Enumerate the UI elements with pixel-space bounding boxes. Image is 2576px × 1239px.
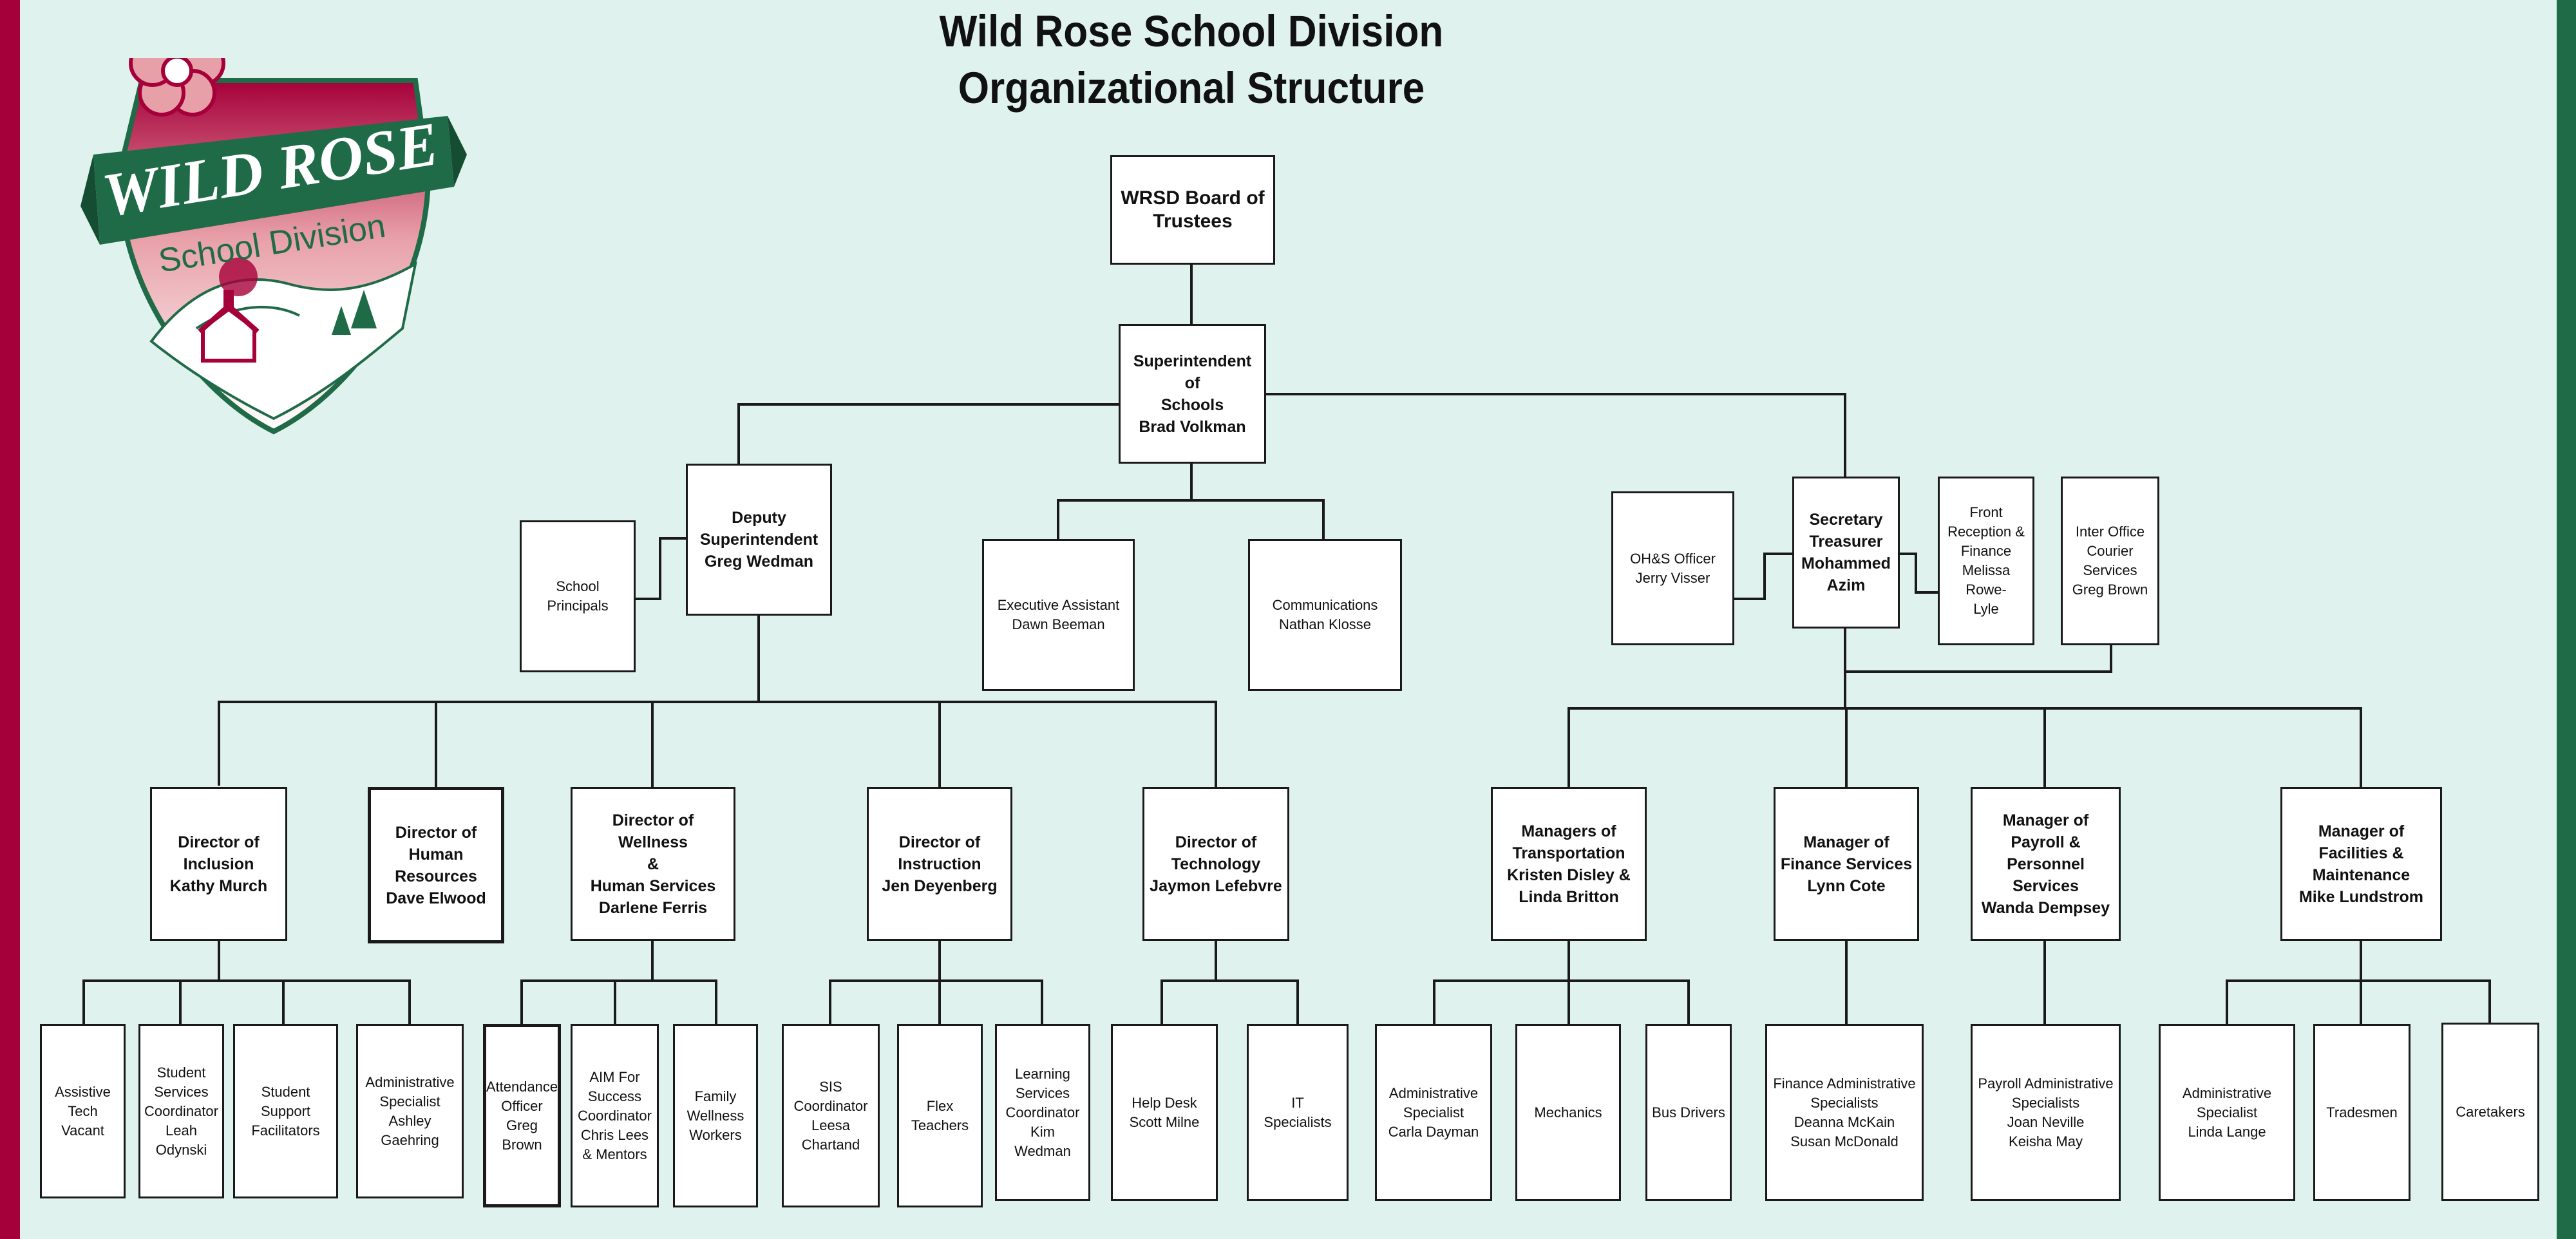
it-specialists-label: IT Specialists bbox=[1264, 1094, 1332, 1130]
administrative-specialist-transportation-box: Administrative Specialist Carla Dayman bbox=[1375, 1024, 1492, 1201]
administrative-specialist-transportation-label: Administrative Specialist Carla Dayman bbox=[1388, 1084, 1479, 1140]
inter-office-courier-box: Inter Office Courier Services Greg Brown bbox=[2061, 477, 2159, 645]
tradesmen-label: Tradesmen bbox=[2326, 1104, 2398, 1121]
manager-facilities-label: Manager of Facilities & Maintenance Mike… bbox=[2298, 822, 2424, 906]
left-border-stripe bbox=[0, 0, 20, 1239]
manager-payroll-box: Manager of Payroll & Personnel Services … bbox=[1971, 787, 2121, 941]
title-line-2: Organizational Structure bbox=[958, 63, 1425, 113]
assistive-tech-box: Assistive Tech Vacant bbox=[40, 1024, 126, 1198]
manager-transportation-label: Managers of Transportation Kristen Disle… bbox=[1507, 822, 1631, 906]
ohs-officer-label: OH&S Officer Jerry Visser bbox=[1630, 550, 1716, 586]
superintendent-label: Superintendent of Schools Brad Volkman bbox=[1133, 352, 1252, 436]
mechanics-box: Mechanics bbox=[1515, 1024, 1621, 1201]
caretakers-box: Caretakers bbox=[2441, 1023, 2539, 1201]
aim-for-success-box: AIM For Success Coordinator Chris Lees &… bbox=[571, 1024, 659, 1207]
director-hr-box: Director of Human Resources Dave Elwood bbox=[368, 787, 504, 943]
help-desk-label: Help Desk Scott Milne bbox=[1129, 1094, 1200, 1130]
director-hr-label: Director of Human Resources Dave Elwood bbox=[386, 823, 486, 907]
it-specialists-box: IT Specialists bbox=[1247, 1024, 1349, 1201]
director-instruction-box: Director of Instruction Jen Deyenberg bbox=[867, 787, 1012, 941]
finance-administrative-specialists-label: Finance Administrative Specialists Deann… bbox=[1773, 1075, 1916, 1149]
student-support-facilitators-box: Student Support Facilitators bbox=[233, 1024, 338, 1198]
flex-teachers-box: Flex Teachers bbox=[897, 1024, 983, 1207]
manager-payroll-label: Manager of Payroll & Personnel Services … bbox=[1981, 811, 2110, 917]
executive-assistant-label: Executive Assistant Dawn Beeman bbox=[997, 597, 1120, 632]
director-technology-box: Director of Technology Jaymon Lefebvre bbox=[1142, 787, 1289, 941]
board-of-trustees-box: WRSD Board of Trustees bbox=[1110, 155, 1275, 265]
tradesmen-box: Tradesmen bbox=[2313, 1024, 2410, 1201]
administrative-specialist-inclusion-label: Administrative Specialist Ashley Gaehrin… bbox=[365, 1073, 455, 1148]
deputy-superintendent-label: Deputy Superintendent Greg Wedman bbox=[699, 509, 819, 571]
family-wellness-workers-label: Family Wellness Workers bbox=[687, 1088, 744, 1143]
payroll-administrative-specialists-box: Payroll Administrative Specialists Joan … bbox=[1971, 1024, 2121, 1201]
learning-services-coordinator-label: Learning Services Coordinator Kim Wedman bbox=[1005, 1065, 1080, 1159]
page-title: Wild Rose School Division Organizational… bbox=[873, 3, 1510, 117]
secretary-treasurer-box: Secretary Treasurer Mohammed Azim bbox=[1792, 477, 1900, 629]
student-services-coordinator-label: Student Services Coordinator Leah Odynsk… bbox=[144, 1064, 218, 1158]
sis-coordinator-box: SIS Coordinator Leesa Chartand bbox=[782, 1024, 880, 1207]
executive-assistant-box: Executive Assistant Dawn Beeman bbox=[982, 539, 1135, 691]
title-line-1: Wild Rose School Division bbox=[939, 6, 1444, 56]
board-of-trustees-label: WRSD Board of Trustees bbox=[1121, 187, 1265, 232]
director-inclusion-label: Director of Inclusion Kathy Murch bbox=[169, 833, 268, 895]
manager-finance-label: Manager of Finance Services Lynn Cote bbox=[1780, 833, 1913, 895]
sis-coordinator-label: SIS Coordinator Leesa Chartand bbox=[793, 1078, 868, 1153]
front-reception-box: Front Reception & Finance Melissa Rowe- … bbox=[1938, 477, 2034, 645]
director-inclusion-box: Director of Inclusion Kathy Murch bbox=[150, 787, 287, 941]
communications-label: Communications Nathan Klosse bbox=[1272, 597, 1378, 632]
communications-box: Communications Nathan Klosse bbox=[1248, 539, 1402, 691]
manager-transportation-box: Managers of Transportation Kristen Disle… bbox=[1491, 787, 1647, 941]
caretakers-label: Caretakers bbox=[2456, 1103, 2525, 1120]
payroll-administrative-specialists-label: Payroll Administrative Specialists Joan … bbox=[1978, 1075, 2114, 1149]
school-principals-box: School Principals bbox=[520, 520, 636, 672]
flex-teachers-label: Flex Teachers bbox=[911, 1097, 969, 1133]
ohs-officer-box: OH&S Officer Jerry Visser bbox=[1611, 491, 1734, 645]
bus-drivers-box: Bus Drivers bbox=[1645, 1024, 1732, 1201]
administrative-specialist-facilities-label: Administrative Specialist Linda Lange bbox=[2182, 1084, 2272, 1140]
assistive-tech-label: Assistive Tech Vacant bbox=[55, 1083, 111, 1139]
wild-rose-logo: WILD ROSE School Division bbox=[80, 58, 467, 435]
director-wellness-label: Director of Wellness & Human Services Da… bbox=[590, 811, 716, 917]
superintendent-box: Superintendent of Schools Brad Volkman bbox=[1119, 324, 1266, 464]
director-instruction-label: Director of Instruction Jen Deyenberg bbox=[882, 833, 998, 895]
bus-drivers-label: Bus Drivers bbox=[1652, 1104, 1725, 1121]
right-border-stripe bbox=[2557, 0, 2576, 1239]
family-wellness-workers-box: Family Wellness Workers bbox=[673, 1024, 758, 1207]
deputy-superintendent-box: Deputy Superintendent Greg Wedman bbox=[686, 464, 832, 616]
school-principals-label: School Principals bbox=[547, 578, 609, 614]
attendance-officer-box: Attendance Officer Greg Brown bbox=[483, 1024, 561, 1207]
secretary-treasurer-label: Secretary Treasurer Mohammed Azim bbox=[1801, 511, 1891, 594]
aim-for-success-label: AIM For Success Coordinator Chris Lees &… bbox=[578, 1068, 652, 1162]
inter-office-courier-label: Inter Office Courier Services Greg Brown bbox=[2072, 524, 2148, 598]
help-desk-box: Help Desk Scott Milne bbox=[1111, 1024, 1218, 1201]
manager-facilities-box: Manager of Facilities & Maintenance Mike… bbox=[2280, 787, 2442, 941]
director-technology-label: Director of Technology Jaymon Lefebvre bbox=[1150, 833, 1282, 895]
manager-finance-box: Manager of Finance Services Lynn Cote bbox=[1774, 787, 1919, 941]
finance-administrative-specialists-box: Finance Administrative Specialists Deann… bbox=[1765, 1024, 1924, 1201]
student-support-facilitators-label: Student Support Facilitators bbox=[251, 1083, 320, 1139]
attendance-officer-label: Attendance Officer Greg Brown bbox=[486, 1078, 558, 1153]
mechanics-label: Mechanics bbox=[1534, 1104, 1602, 1121]
director-wellness-box: Director of Wellness & Human Services Da… bbox=[571, 787, 735, 941]
administrative-specialist-inclusion-box: Administrative Specialist Ashley Gaehrin… bbox=[356, 1024, 464, 1198]
front-reception-label: Front Reception & Finance Melissa Rowe- … bbox=[1947, 504, 2025, 617]
learning-services-coordinator-box: Learning Services Coordinator Kim Wedman bbox=[995, 1024, 1090, 1201]
administrative-specialist-facilities-box: Administrative Specialist Linda Lange bbox=[2159, 1024, 2295, 1201]
student-services-coordinator-box: Student Services Coordinator Leah Odynsk… bbox=[138, 1024, 224, 1198]
